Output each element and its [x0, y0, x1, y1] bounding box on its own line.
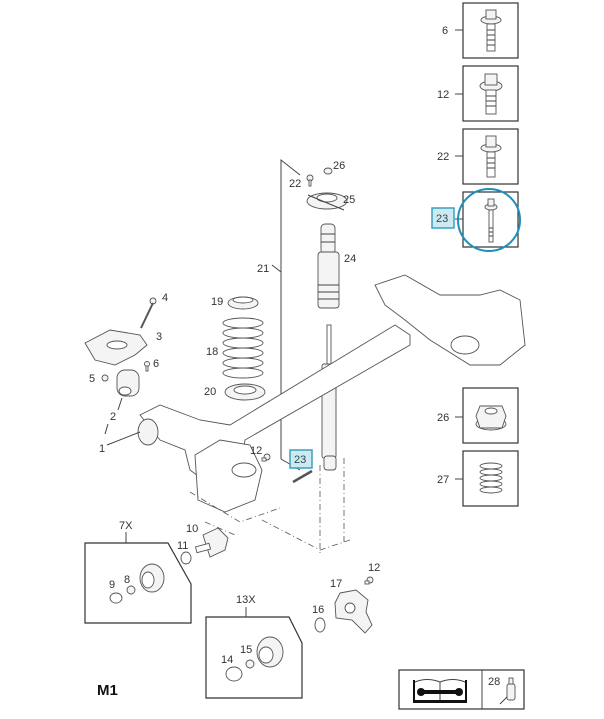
- callout-21: 21: [257, 263, 269, 275]
- callout-13x: 13X: [236, 594, 256, 606]
- callout-8: 8: [124, 574, 130, 586]
- callout-26: 26: [333, 160, 345, 172]
- nut-8: [126, 585, 136, 595]
- ring-11: [180, 551, 192, 565]
- callout-11: 11: [177, 540, 188, 552]
- callout-10: 10: [186, 523, 198, 535]
- callout-12: 12: [368, 562, 380, 574]
- dash-lines: [189, 458, 351, 555]
- side-box-6[interactable]: 6: [442, 2, 519, 59]
- wheel-hub-icon: [256, 636, 284, 668]
- part-label: 26: [437, 412, 449, 424]
- callout-20: 20: [204, 386, 216, 398]
- coil-spring-18: [222, 317, 264, 379]
- highlight-circle: [457, 188, 521, 252]
- diagram-title: M1: [97, 682, 118, 699]
- o-ring-16: [314, 617, 326, 633]
- legend-box: 28: [398, 669, 525, 710]
- highlight-badge: [431, 207, 455, 229]
- kit-box-7x[interactable]: 7X 8 9: [84, 520, 192, 624]
- callout-14: 14: [221, 654, 233, 666]
- nut-5: [101, 374, 109, 382]
- callout-22: 22: [289, 178, 301, 190]
- bushing-2: [116, 369, 140, 397]
- callout-1: 1: [99, 443, 105, 455]
- bolt-icon: [480, 135, 502, 178]
- adhesive-bottle-icon: [499, 677, 516, 705]
- side-box-26[interactable]: 26: [437, 387, 519, 444]
- callout-15: 15: [240, 644, 252, 656]
- stub-axle-10: [194, 527, 229, 558]
- callout-28: 28: [488, 676, 500, 688]
- side-box-22[interactable]: 22: [437, 128, 519, 185]
- part-label: 12: [437, 89, 449, 101]
- callout-17: 17: [330, 578, 342, 590]
- side-box-12[interactable]: 12: [437, 65, 519, 122]
- nut-26: [323, 167, 333, 175]
- spring-seat-19: [227, 296, 259, 310]
- part-label: 6: [442, 25, 448, 37]
- callout-5: 5: [89, 373, 95, 385]
- leader-2: [117, 397, 123, 411]
- bolt-22: [306, 174, 314, 187]
- part-label: 27: [437, 474, 449, 486]
- bolt-23: [292, 469, 313, 484]
- callout-9: 9: [109, 579, 115, 591]
- spring-icon: [479, 462, 503, 494]
- callout-24: 24: [344, 253, 356, 265]
- bracket-line-21: [271, 158, 301, 471]
- callout-12: 12: [250, 445, 262, 457]
- callout-16: 16: [312, 604, 324, 616]
- leader-2b: [104, 423, 109, 435]
- side-box-27[interactable]: 27: [437, 450, 519, 507]
- callout-18: 18: [206, 346, 218, 358]
- shock-absorber: [321, 324, 337, 471]
- bolt-12-axle: [261, 453, 271, 462]
- bolt-12-knuckle: [364, 576, 374, 585]
- callout-23: 23: [294, 454, 306, 466]
- leader-1: [106, 431, 141, 446]
- top-mount-25: [306, 192, 348, 211]
- callout-3: 3: [156, 331, 162, 343]
- part-label: 22: [437, 151, 449, 163]
- kit-box-13x[interactable]: 13X 15 14: [205, 594, 303, 699]
- side-box-23[interactable]: 23: [431, 188, 521, 252]
- wheel-hub-icon: [139, 563, 165, 593]
- nut-15: [245, 659, 255, 669]
- highlight-badge-23: [289, 449, 313, 469]
- spring-seat-20: [224, 383, 266, 401]
- callout-7x: 7X: [119, 520, 133, 532]
- callout-19: 19: [211, 296, 223, 308]
- long-bolt-icon: [484, 198, 498, 243]
- rear-axle-beam: [137, 274, 526, 513]
- bump-stop-24: [317, 223, 340, 309]
- callout-4: 4: [162, 292, 168, 304]
- callout-6: 6: [153, 358, 159, 370]
- bolt-6: [144, 361, 150, 372]
- flange-nut-icon: [475, 405, 507, 431]
- mount-bracket-3: [84, 329, 148, 366]
- cap-9: [109, 592, 123, 604]
- callout-2: 2: [110, 411, 116, 423]
- part-label: 23: [436, 213, 448, 225]
- knuckle-17: [334, 589, 373, 634]
- bolt-icon: [479, 73, 503, 115]
- manual-wrench-icon: [413, 679, 467, 703]
- cap-14: [225, 666, 243, 682]
- bolt-4: [140, 297, 157, 329]
- callout-25: 25: [343, 194, 355, 206]
- bolt-icon: [480, 9, 502, 52]
